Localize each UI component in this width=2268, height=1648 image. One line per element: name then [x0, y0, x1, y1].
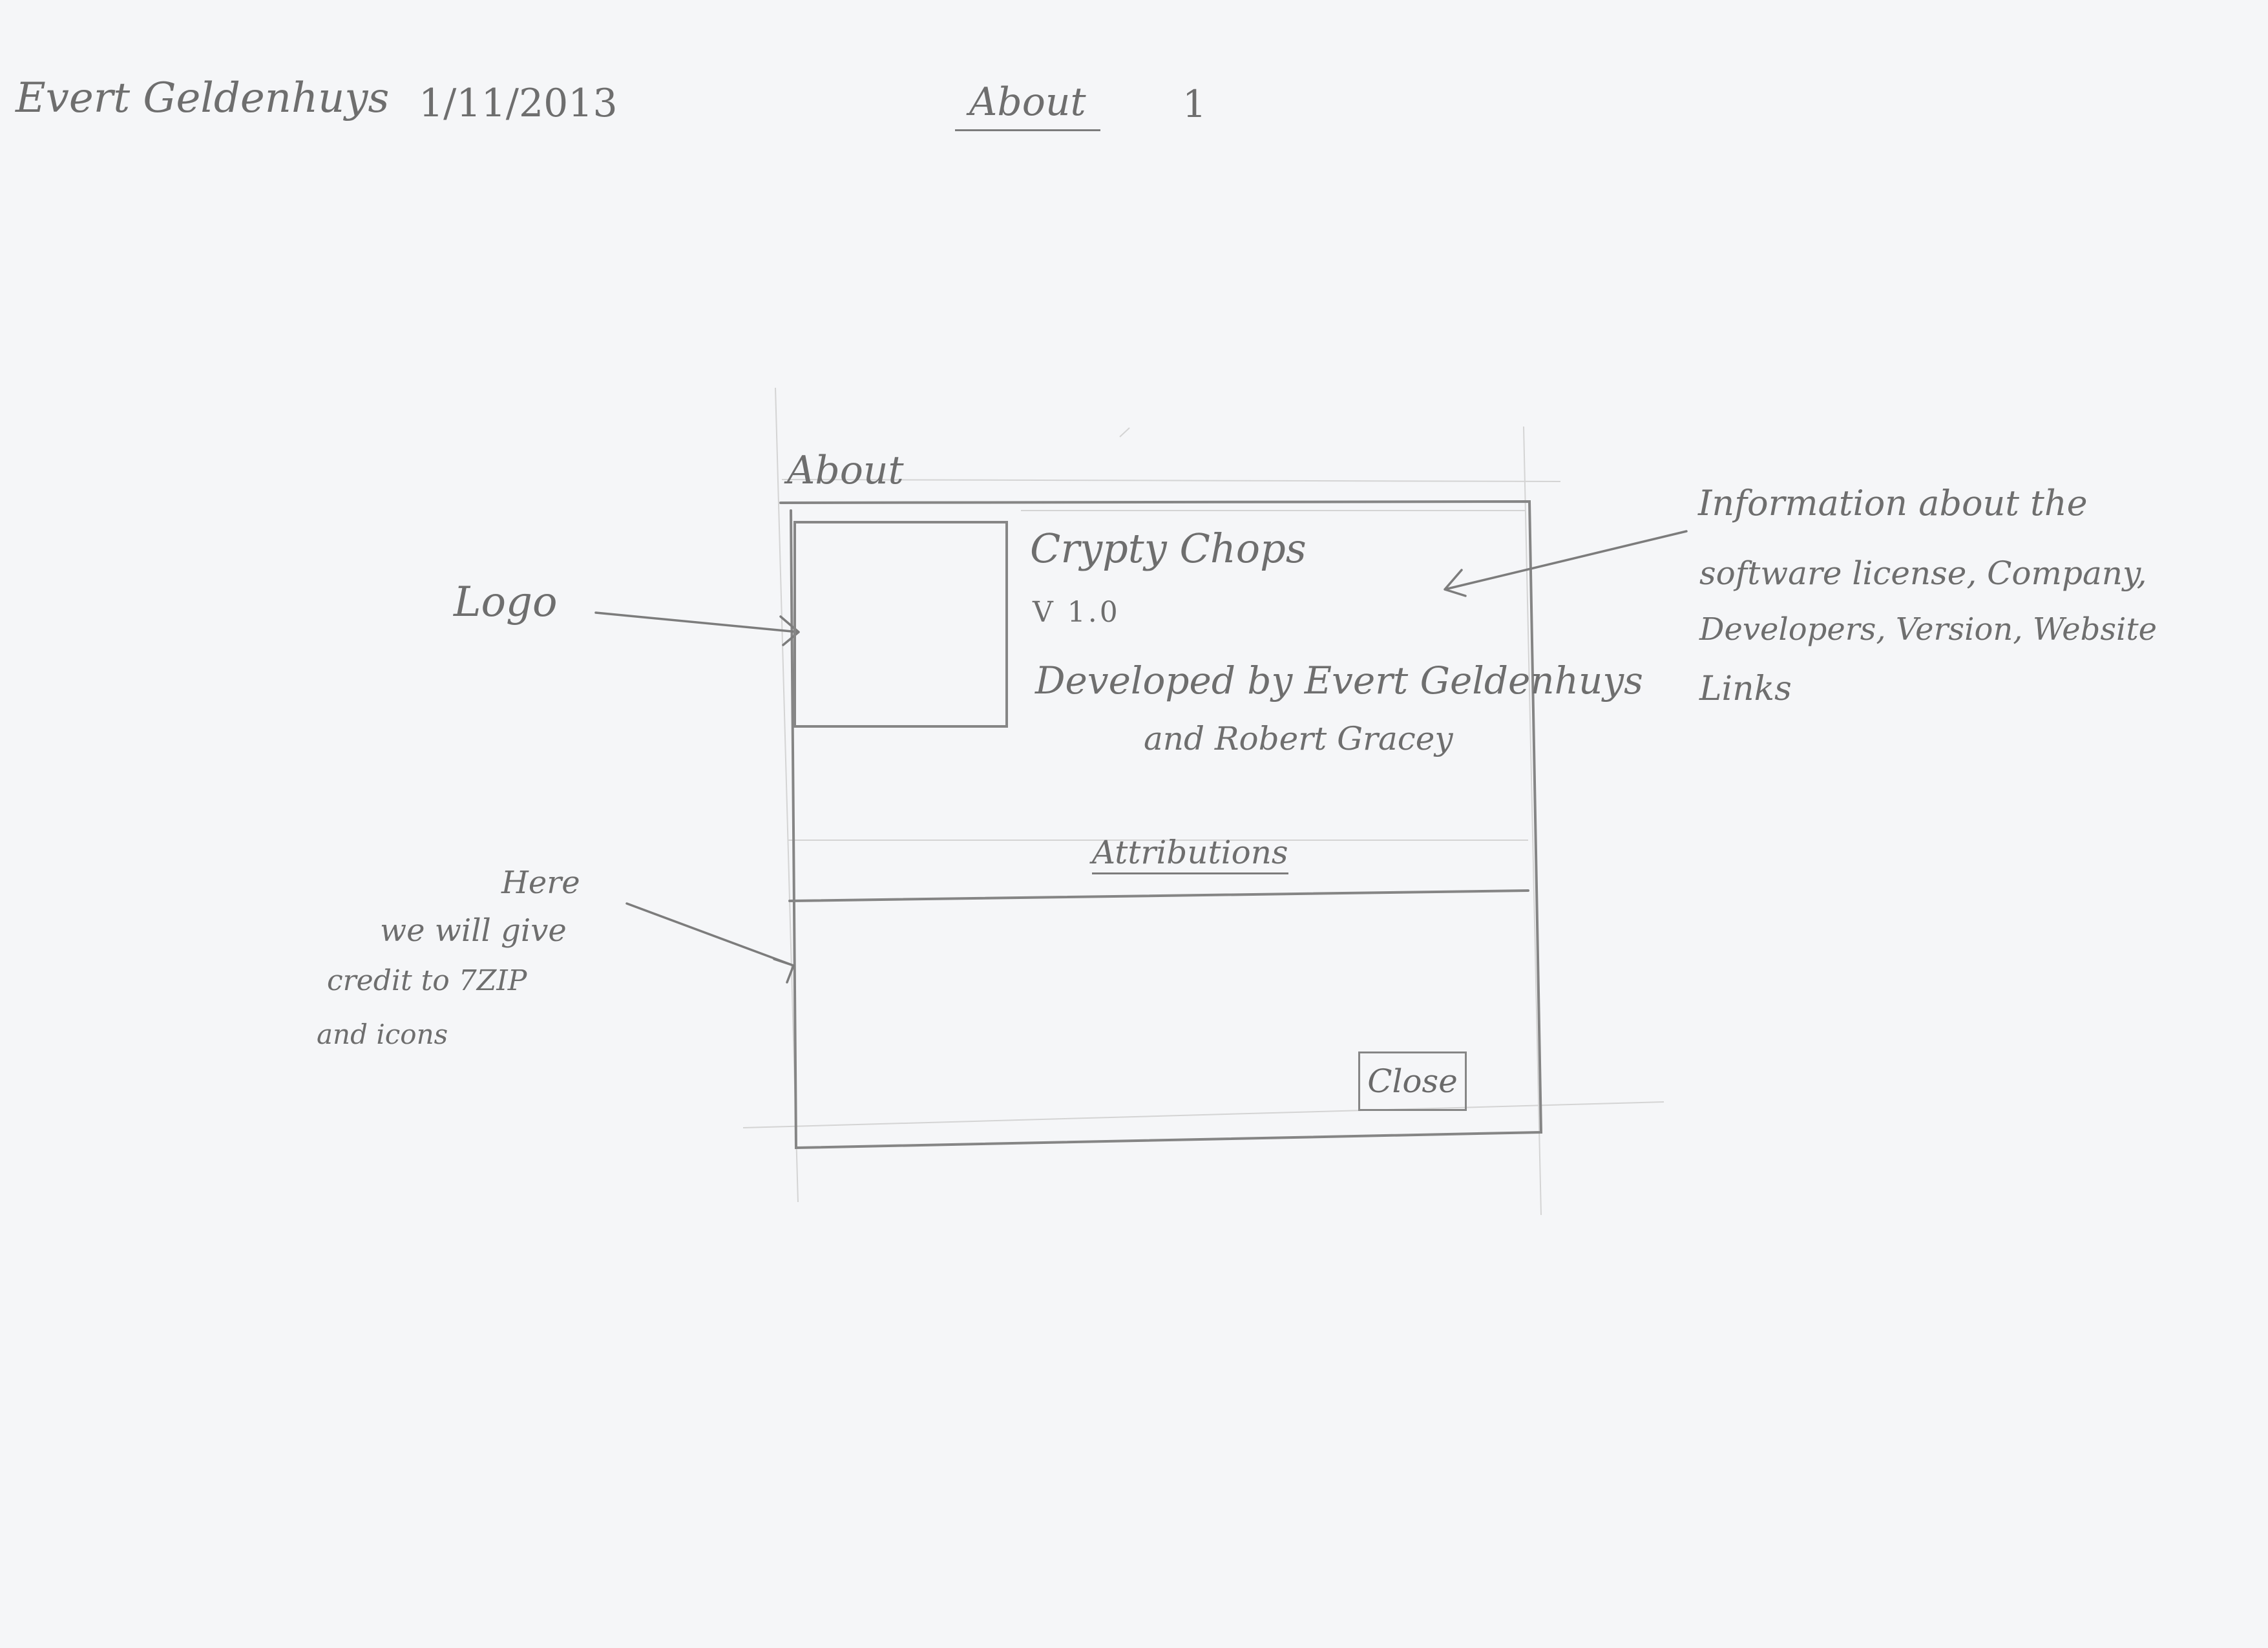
dialog-frame — [779, 500, 1543, 1150]
app-name: Crypty Chops — [1030, 525, 1307, 572]
guide-stray-mark — [1119, 427, 1130, 438]
app-version: V 1.0 — [1033, 596, 1120, 629]
info-annotation-line: Developers, Version, Website — [1699, 611, 2158, 648]
credit-annotation-line: we will give — [380, 913, 567, 949]
credit-arrow — [625, 902, 795, 984]
attributions-heading: Attributions — [1092, 836, 1288, 874]
guide-vertical-right — [1523, 426, 1542, 1216]
guide-horizontal-top — [781, 479, 1561, 482]
page-title: About — [955, 83, 1100, 131]
logo-arrow — [594, 611, 800, 646]
info-arrow — [1444, 530, 1688, 597]
developed-by: Developed by Evert Geldenhuys — [1035, 659, 1643, 703]
credit-annotation-line: Here — [501, 865, 580, 901]
co-developer: and Robert Gracey — [1144, 720, 1453, 757]
credit-annotation-line: credit to 7ZIP — [327, 964, 527, 997]
sketch-date: 1/11/2013 — [419, 81, 618, 126]
info-annotation-line: Links — [1699, 670, 1792, 708]
author-name: Evert Geldenhuys — [16, 74, 390, 122]
info-annotation-line: software license, Company, — [1699, 555, 2147, 592]
info-annotation-line: Information about the — [1698, 483, 2088, 523]
page-number: 1 — [1182, 82, 1206, 126]
credit-annotation-line: and icons — [317, 1019, 448, 1050]
attributions-divider — [788, 889, 1529, 902]
dialog-title: About — [787, 448, 904, 493]
logo-annotation: Logo — [454, 578, 558, 626]
logo-placeholder — [793, 521, 1008, 728]
close-button[interactable]: Close — [1358, 1051, 1467, 1111]
guide-horizontal-bottom — [742, 1101, 1664, 1128]
